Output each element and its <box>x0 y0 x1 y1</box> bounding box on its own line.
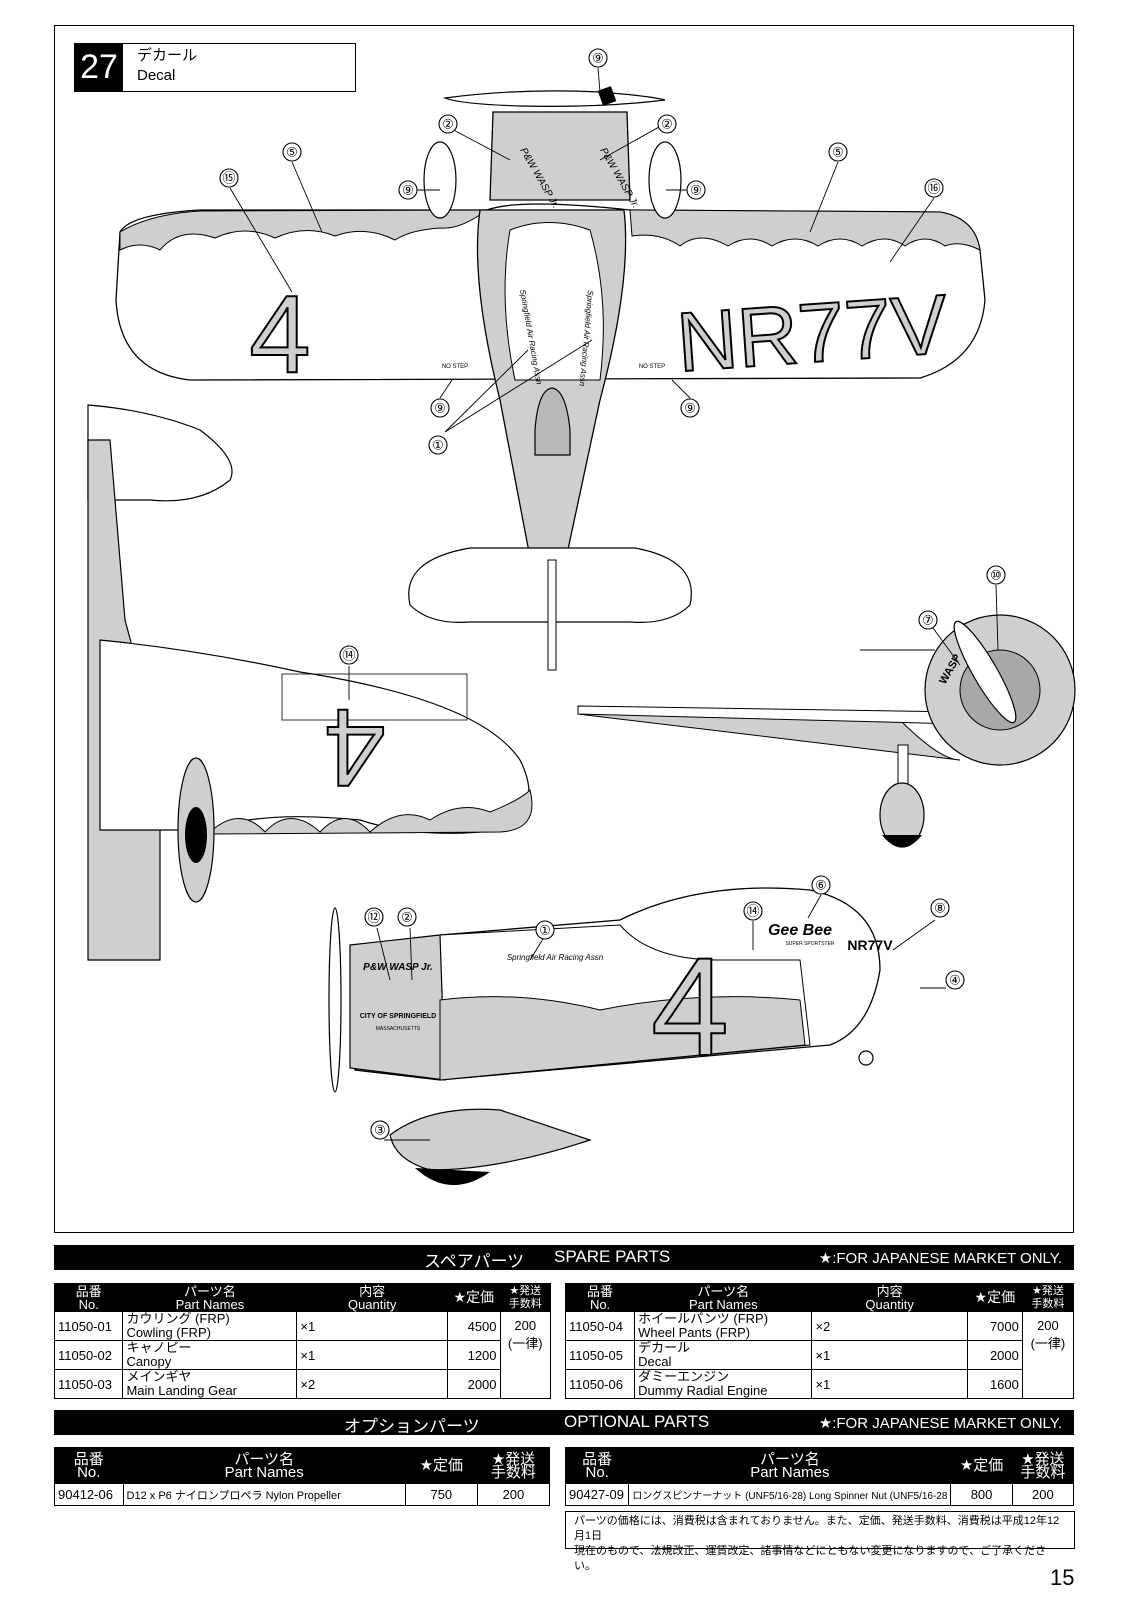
svg-text:⑫: ⑫ <box>367 910 380 925</box>
side-club: Springfield Air Racing Assn <box>507 953 604 962</box>
callout-10-front: ⑩ <box>986 565 1006 585</box>
svg-text:③: ③ <box>374 1123 386 1138</box>
drawing-frame <box>54 25 1074 1233</box>
svg-text:⑯: ⑯ <box>927 181 940 196</box>
svg-text:②: ② <box>401 910 413 925</box>
callout-9-top-left: ⑨ <box>398 180 418 200</box>
svg-text:⑨: ⑨ <box>592 51 604 66</box>
step-header: 27 デカール Decal <box>74 43 356 92</box>
optional-parts-bar: オプションパーツ OPTIONAL PARTS ★:FOR JAPANESE M… <box>54 1410 1074 1436</box>
callout-15: ⑭ <box>339 645 359 665</box>
callout-9-bottom-right: ⑨ <box>680 398 700 418</box>
callout-8: ⑧ <box>930 898 950 918</box>
step-title-en: Decal <box>137 67 176 84</box>
side-brand: Gee Bee <box>768 922 832 939</box>
optional-parts-title-jp: オプションパーツ <box>344 1417 480 1436</box>
svg-text:⑭: ⑭ <box>746 904 759 919</box>
price-note: パーツの価格には、消費税は含まれておりません。また、定価、発送手数料、消費税は平… <box>565 1511 1075 1572</box>
callout-5-right: ⑤ <box>828 142 848 162</box>
svg-text:⑥: ⑥ <box>815 878 827 893</box>
callout-4: ④ <box>945 970 965 990</box>
top-view: 4 NR77V NO STEP NO STEP P&W WASP Jr. P&W… <box>115 86 986 671</box>
table-row: 90427-09 ロングスピンナーナット (UNF5/16-28) Long S… <box>564 1483 1075 1506</box>
callout-9-bottom-left: ⑨ <box>430 398 450 418</box>
callout-2-left: ② <box>438 114 458 134</box>
side-city: CITY OF SPRINGFIELD <box>360 1013 437 1020</box>
page-number: 15 <box>1050 1565 1075 1590</box>
no-step-right: NO STEP <box>639 364 665 370</box>
side-view: 4 NR77V Gee Bee SUPER SPORTSTER Springfi… <box>328 887 893 1186</box>
svg-text:①: ① <box>432 438 444 453</box>
spare-parts-bar: スペアパーツ SPARE PARTS ★:FOR JAPANESE MARKET… <box>54 1245 1074 1271</box>
svg-text:⑩: ⑩ <box>990 568 1002 583</box>
spare-parts-title-jp: スペアパーツ <box>424 1252 525 1271</box>
table-row: 11050-01 カウリング (FRP)Cowling (FRP) ×1 450… <box>53 1311 552 1399</box>
svg-text:⑨: ⑨ <box>434 401 446 416</box>
svg-text:⑨: ⑨ <box>684 401 696 416</box>
decal-placement-drawing: 4 NR77V NO STEP NO STEP P&W WASP Jr. P&W… <box>87 48 1076 1186</box>
step-title: デカール Decal <box>123 44 197 91</box>
leader-lines <box>229 67 999 1141</box>
spare-parts-title-en: SPARE PARTS <box>554 1247 671 1266</box>
table-row: 90412-06 D12 x P6 ナイロンプロペラ Nylon Propell… <box>54 1483 551 1506</box>
svg-text:⑨: ⑨ <box>690 183 702 198</box>
front-view: WASP <box>577 614 1076 848</box>
svg-text:④: ④ <box>949 973 961 988</box>
svg-text:①: ① <box>539 923 551 938</box>
callout-2-right: ② <box>657 114 677 134</box>
step-number: 27 <box>75 44 123 91</box>
svg-text:②: ② <box>661 117 673 132</box>
underside-race-number: 4 <box>324 686 385 809</box>
callout-1-top: ① <box>428 435 448 455</box>
wing-race-number: 4 <box>249 273 310 396</box>
svg-text:⑤: ⑤ <box>832 145 844 160</box>
callout-7: ⑦ <box>918 610 938 630</box>
callout-5-left: ⑤ <box>282 142 302 162</box>
callout-2-side: ② <box>397 907 417 927</box>
no-step-left: NO STEP <box>442 364 468 370</box>
svg-text:⑭: ⑭ <box>342 648 355 663</box>
callout-13: ⑭ <box>743 901 763 921</box>
side-registration: NR77V <box>847 937 893 953</box>
side-model: SUPER SPORTSTER <box>785 941 834 947</box>
optional-parts-title-en: OPTIONAL PARTS <box>564 1412 710 1431</box>
callout-1-side: ① <box>535 920 555 940</box>
side-engine: P&W WASP Jr. <box>363 962 433 973</box>
callout-16: ⑯ <box>924 178 944 198</box>
spare-parts-note: ★:FOR JAPANESE MARKET ONLY. <box>818 1250 1062 1267</box>
price-note-line2: 現在のもので、法規改正、運賃改定、諸事情などにともない変更になりますので、ご了承… <box>574 1545 1047 1572</box>
svg-text:⑦: ⑦ <box>922 613 934 628</box>
side-state: MASSACHUSETTS <box>376 1026 421 1032</box>
callout-6: ⑥ <box>811 875 831 895</box>
callout-9-top-right: ⑨ <box>686 180 706 200</box>
wing-registration: NR77V <box>674 277 951 390</box>
optional-parts-note: ★:FOR JAPANESE MARKET ONLY. <box>818 1415 1062 1432</box>
underside-view: 4 <box>87 404 533 961</box>
svg-text:②: ② <box>442 117 454 132</box>
step-title-jp: デカール <box>137 47 198 64</box>
callout-10-top: ⑨ <box>588 48 608 68</box>
svg-text:⑤: ⑤ <box>286 145 298 160</box>
table-row: 11050-04 ホイールパンツ (FRP)Wheel Pants (FRP) … <box>564 1311 1075 1399</box>
svg-text:⑮: ⑮ <box>222 171 235 186</box>
callout-14: ⑮ <box>219 168 239 188</box>
callout-3: ③ <box>370 1120 390 1140</box>
svg-text:⑧: ⑧ <box>934 901 946 916</box>
svg-text:⑨: ⑨ <box>402 183 414 198</box>
price-note-line1: パーツの価格には、消費税は含まれておりません。また、定価、発送手数料、消費税は平… <box>574 1515 1060 1542</box>
side-race-number: 4 <box>651 928 729 1085</box>
callout-12: ⑫ <box>364 907 384 927</box>
